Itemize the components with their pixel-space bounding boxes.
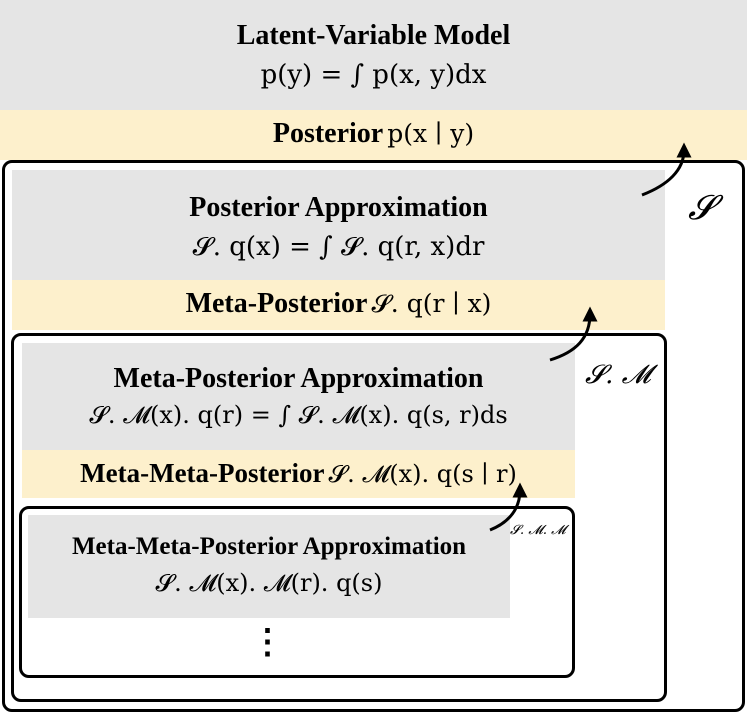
posterior-formula: p(x ∣ y) — [387, 119, 475, 148]
meta-posterior-panel: Meta-Posterior 𝓢. q(r ∣ x) — [12, 280, 665, 330]
meta-meta-posterior-formula: 𝓢. 𝓜(x). q(s ∣ r) — [328, 460, 517, 488]
posterior-approximation-formula: 𝓢. q(x) = ∫ 𝓢. q(r, x)dr — [192, 232, 485, 262]
posterior-approximation-panel: Posterior Approximation 𝓢. q(x) = ∫ 𝓢. q… — [12, 170, 665, 280]
meta-meta-posterior-label: Meta-Meta-Posterior — [80, 458, 325, 488]
posterior-approximation-title: Posterior Approximation — [189, 192, 488, 223]
scope-s-m-label: 𝓢. 𝓜 — [585, 360, 651, 390]
meta-meta-posterior-line: Meta-Meta-Posterior 𝓢. 𝓜(x). q(s ∣ r) — [22, 458, 575, 489]
meta-meta-posterior-approximation-panel: Meta-Meta-Posterior Approximation 𝓢. 𝓜(x… — [28, 515, 510, 618]
latent-variable-model-panel: Latent-Variable Model p(y) = ∫ p(x, y)dx — [0, 0, 747, 110]
meta-posterior-approximation-panel: Meta-Posterior Approximation 𝓢. 𝓜(x). q(… — [22, 343, 575, 450]
meta-posterior-formula: 𝓢. q(r ∣ x) — [371, 289, 492, 318]
meta-meta-posterior-panel: Meta-Meta-Posterior 𝓢. 𝓜(x). q(s ∣ r) — [22, 450, 575, 498]
scope-s-frame — [2, 160, 745, 712]
scope-s-m-frame — [11, 333, 667, 702]
scope-s-m-m-label: 𝓢. 𝓜. 𝓜 — [510, 523, 566, 538]
continuation-ellipsis: ⋮ — [250, 624, 285, 661]
scope-s-label: 𝓢 — [688, 188, 715, 228]
meta-posterior-approximation-title: Meta-Posterior Approximation — [113, 363, 484, 394]
latent-variable-model-title: Latent-Variable Model — [236, 20, 511, 51]
marginal-likelihood-formula: p(y) = ∫ p(x, y)dx — [260, 60, 487, 90]
meta-posterior-line: Meta-Posterior 𝓢. q(r ∣ x) — [12, 288, 665, 320]
meta-posterior-label: Meta-Posterior — [185, 288, 368, 319]
scope-s-m-m-frame — [19, 506, 575, 678]
meta-meta-posterior-approximation-title: Meta-Meta-Posterior Approximation — [71, 533, 467, 560]
meta-posterior-approximation-formula: 𝓢. 𝓜(x). q(r) = ∫ 𝓢. 𝓜(x). q(s, r)ds — [89, 401, 508, 429]
meta-meta-posterior-approximation-formula: 𝓢. 𝓜(x). 𝓜(r). q(s) — [155, 569, 383, 597]
posterior-panel: Posterior p(x ∣ y) — [0, 110, 747, 160]
posterior-label: Posterior — [272, 118, 384, 149]
posterior-line: Posterior p(x ∣ y) — [0, 118, 747, 150]
